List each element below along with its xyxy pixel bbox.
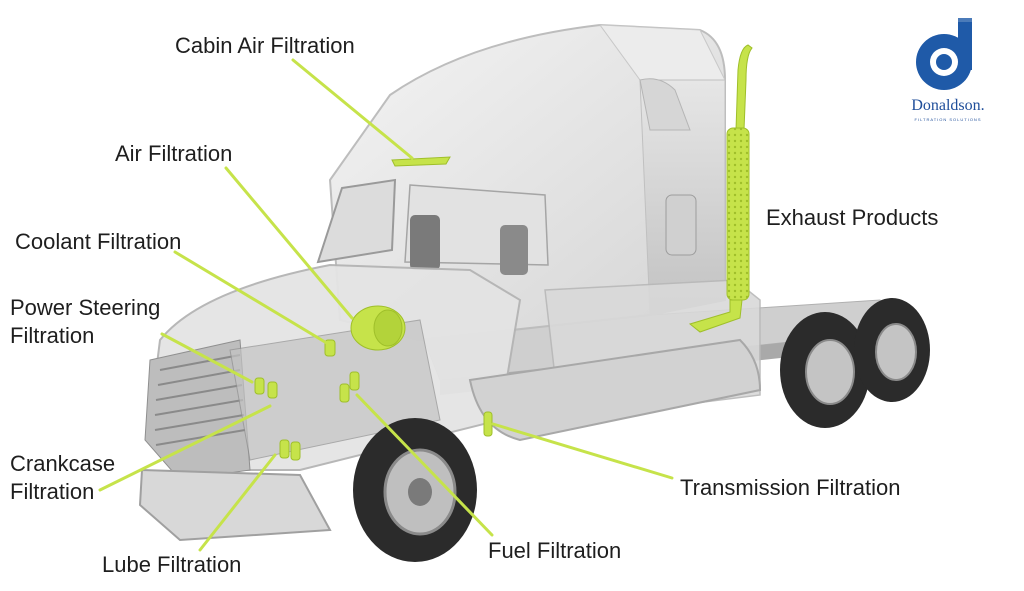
leader-lines — [98, 58, 674, 552]
exhaust-elbow — [688, 299, 743, 333]
label-cabin-air-filtration: Cabin Air Filtration — [175, 33, 355, 58]
filter-components — [254, 44, 753, 461]
leader-cabin-air — [291, 58, 414, 160]
label-power-steering-filtration: Power Steering Filtration — [10, 294, 160, 350]
front-wheel — [353, 418, 477, 562]
crankcase-filter — [279, 439, 290, 459]
leader-lube — [198, 453, 277, 552]
rear-wheel-1 — [780, 312, 870, 428]
leader-transmission — [491, 422, 674, 480]
rear-wheel-2 — [854, 298, 930, 402]
exhaust-muffler — [726, 127, 750, 301]
label-crankcase-line1: Crankcase — [10, 451, 116, 476]
cabin-air-filter — [391, 156, 451, 167]
power-steering-filter — [254, 377, 265, 395]
leader-power-steering — [160, 332, 254, 384]
leader-coolant — [173, 250, 332, 347]
exhaust-pipe — [735, 44, 753, 131]
label-crankcase-filtration: Crankcase Filtration — [10, 450, 115, 506]
label-power-steering-line2: Filtration — [10, 323, 95, 348]
label-crankcase-line2: Filtration — [10, 479, 95, 504]
label-fuel-filtration: Fuel Filtration — [488, 538, 622, 563]
transmission-filter — [483, 411, 493, 437]
label-power-steering-line1: Power Steering — [10, 295, 161, 320]
label-lube-filtration: Lube Filtration — [102, 552, 242, 577]
label-coolant-filtration: Coolant Filtration — [15, 229, 182, 254]
brand-name: Donaldson. — [911, 97, 985, 114]
leader-air — [224, 166, 354, 320]
label-transmission-filtration: Transmission Filtration — [680, 475, 901, 500]
donaldson-logo-mark — [916, 18, 972, 90]
fuel-filter — [349, 371, 360, 391]
leader-fuel — [355, 393, 494, 537]
leader-crankcase — [98, 404, 272, 492]
label-air-filtration: Air Filtration — [115, 141, 233, 166]
brand-tagline: FILTRATION SOLUTIONS — [914, 117, 982, 122]
label-exhaust-products: Exhaust Products — [766, 205, 939, 230]
